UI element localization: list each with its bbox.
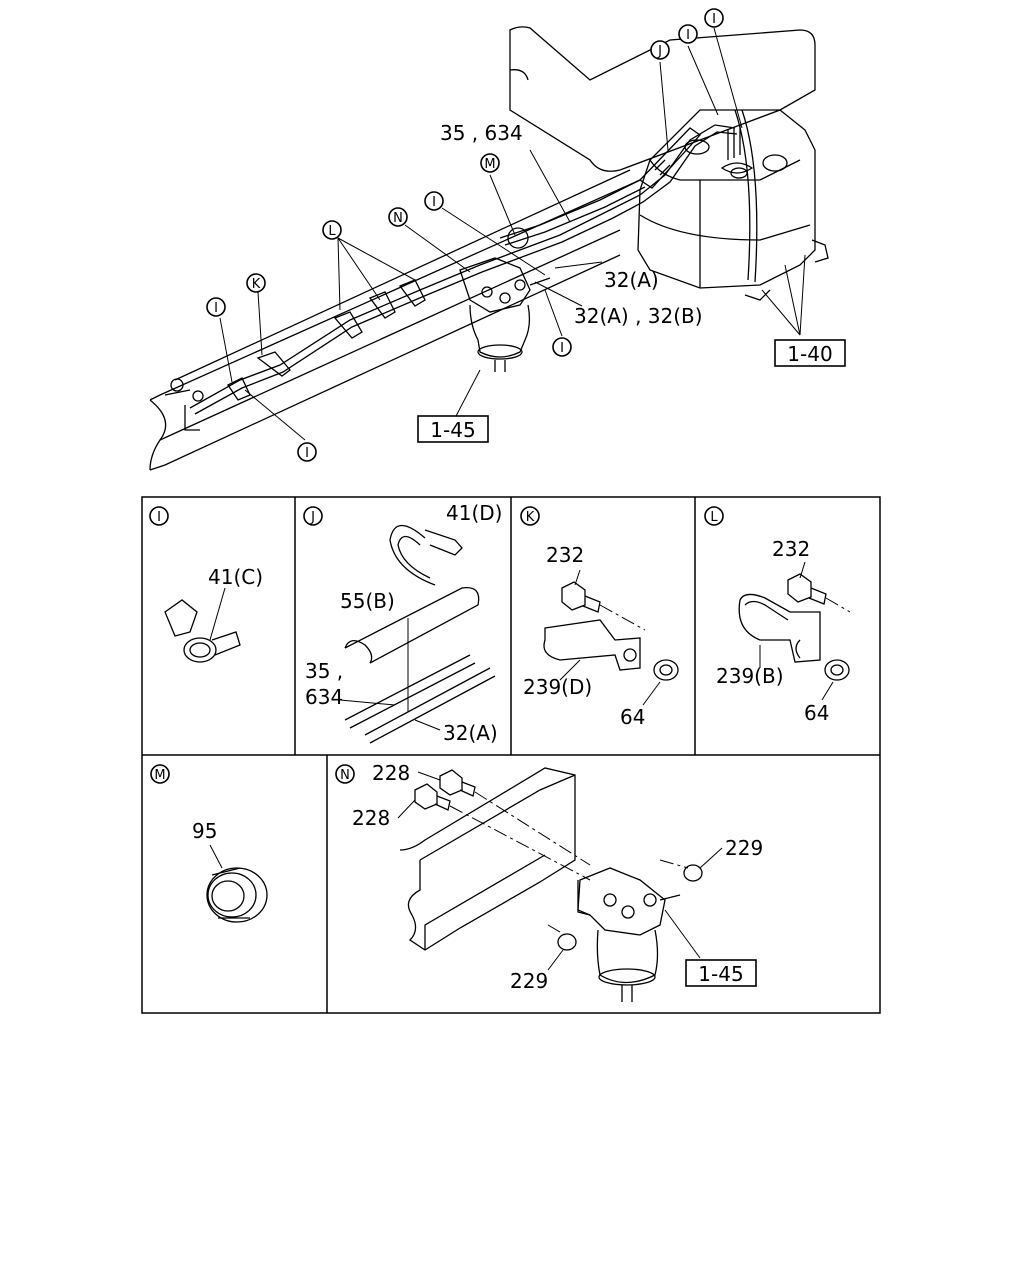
detail-n-bolt2-label: 228: [352, 806, 390, 830]
label-pipe-35-634: 35 , 634: [440, 121, 523, 145]
fuel-pipes: [184, 124, 738, 431]
detail-j-letter: J: [310, 510, 315, 525]
nut-64-k: [653, 659, 679, 681]
callout-m: M: [484, 157, 495, 172]
detail-l: L 232 239(B) 64: [704, 506, 851, 725]
fuel-filter-overview: [459, 227, 551, 372]
ref-tank[interactable]: 1-40: [787, 342, 832, 366]
rail-clamps: [227, 279, 426, 401]
callout-k: K: [252, 277, 261, 292]
detail-n-nut2-label: 229: [510, 969, 548, 993]
callout-n: N: [393, 211, 403, 226]
detail-i: I 41(C): [149, 506, 263, 663]
detail-j-pipe-c-label: 32(A): [443, 721, 498, 745]
detail-n: N 228 228 229 229 1-45: [335, 761, 763, 1002]
detail-i-letter: I: [157, 510, 161, 525]
detail-m-letter: M: [154, 768, 165, 783]
detail-k: K 232 239(D) 64: [520, 506, 679, 729]
clamp-239d: [543, 619, 641, 671]
detail-l-bolt-label: 232: [772, 537, 810, 561]
detail-l-letter: L: [710, 510, 718, 525]
detail-n-nut1-label: 229: [725, 836, 763, 860]
overview-callouts: I I J M I N L K I I I: [206, 8, 724, 462]
callout-i-top-2: I: [686, 28, 690, 43]
label-pipe-32a: 32(A): [604, 268, 659, 292]
detail-n-bolt1-label: 228: [372, 761, 410, 785]
label-pipe-32ab: 32(A) , 32(B): [574, 304, 703, 328]
detail-j-pipe-a-label: 35 ,: [305, 659, 343, 683]
detail-j: J 41(D) 55(B) 35 , 634 32(A): [303, 501, 502, 745]
detail-j-pipe-b-label: 634: [305, 685, 343, 709]
detail-grid: [141, 496, 881, 1014]
detail-j-band-label: 41(D): [446, 501, 502, 525]
fuel-filter-detail: [577, 867, 681, 1002]
clip-41c: [164, 599, 241, 663]
bolt-232-l: [787, 573, 827, 605]
callout-l: L: [328, 224, 336, 239]
callout-j: J: [657, 44, 662, 59]
detail-k-clamp-label: 239(D): [523, 675, 592, 699]
detail-n-letter: N: [340, 768, 350, 783]
frame-rail: [149, 169, 641, 471]
detail-i-clip-label: 41(C): [208, 565, 263, 589]
bolt-232-k: [561, 581, 601, 613]
nut-64-l: [824, 659, 850, 681]
detail-k-bolt-label: 232: [546, 543, 584, 567]
detail-l-nut-label: 64: [804, 701, 829, 725]
detail-j-protector-label: 55(B): [340, 589, 395, 613]
callout-i-bottom: I: [305, 446, 309, 461]
callout-i-right: I: [560, 341, 564, 356]
grommet-95: [206, 867, 268, 923]
detail-m-grommet-label: 95: [192, 819, 217, 843]
callout-i-mid: I: [432, 195, 436, 210]
overview-illustration: I I J M I N L K I I I 35 , 634 32(A) 32(…: [149, 8, 846, 471]
detail-m: M 95: [150, 764, 268, 923]
detail-l-clamp-label: 239(B): [716, 664, 784, 688]
callout-i-top-1: I: [712, 12, 716, 27]
detail-n-filter-ref[interactable]: 1-45: [698, 962, 743, 986]
nuts-229: [557, 864, 703, 951]
leader-lines: [219, 27, 806, 441]
bolts-228: [414, 769, 476, 811]
detail-k-letter: K: [526, 510, 535, 525]
clamp-239b: [738, 593, 821, 663]
callout-i-left: I: [214, 301, 218, 316]
detail-k-nut-label: 64: [620, 705, 645, 729]
ref-filter[interactable]: 1-45: [430, 418, 475, 442]
